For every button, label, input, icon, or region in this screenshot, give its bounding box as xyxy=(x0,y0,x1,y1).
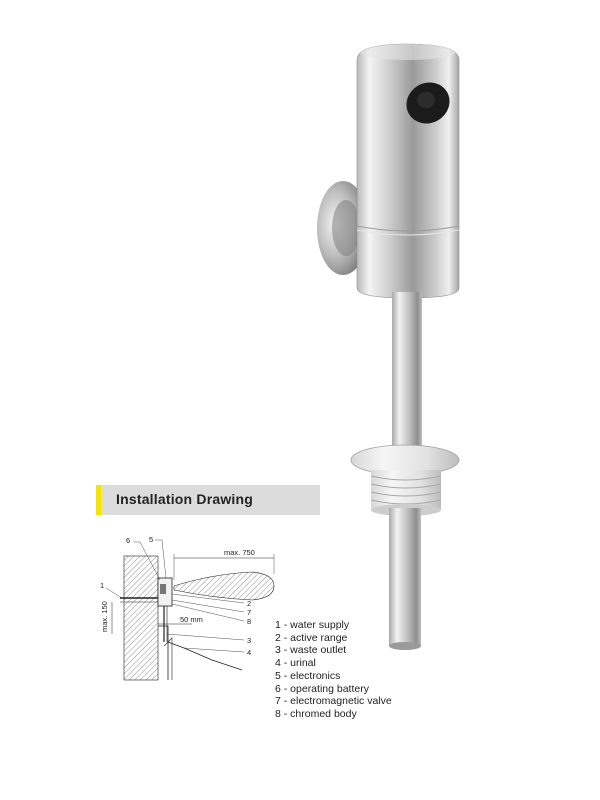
legend-item: 4 - urinal xyxy=(275,657,316,670)
dim-offset: 50 mm xyxy=(180,615,203,624)
callout-2: 2 xyxy=(247,599,251,608)
wall-section xyxy=(123,555,159,681)
section-heading-banner: Installation Drawing xyxy=(96,485,320,515)
legend-item: 1 - water supply xyxy=(275,619,350,631)
legend-item: 6 - operating battery xyxy=(275,682,369,695)
callout-8: 8 xyxy=(247,617,251,626)
dim-max-height: max. 150 xyxy=(100,601,109,632)
legend-item: 5 - electronics xyxy=(275,669,341,682)
banner-accent-bar xyxy=(96,485,101,515)
callout-4: 4 xyxy=(247,648,251,657)
callout-3: 3 xyxy=(247,636,251,645)
legend-item: 3 - waste outlet xyxy=(275,644,347,657)
installation-drawing: max. 750 max. 150 50 mm 6 5 1 2 7 8 3 4 xyxy=(100,535,275,681)
callout-6: 6 xyxy=(126,536,130,545)
flush-pipe xyxy=(392,292,422,464)
urinal-outline xyxy=(158,625,243,680)
parts-legend: 1 - water supply 2 - active range 3 - wa… xyxy=(275,619,392,721)
active-range-shape xyxy=(173,571,275,601)
callout-7: 7 xyxy=(247,608,251,617)
dim-max-range: max. 750 xyxy=(224,548,255,557)
legend-item: 7 - electromagnetic valve xyxy=(275,695,392,708)
outlet-pipe xyxy=(389,508,421,646)
legend-item: 2 - active range xyxy=(275,631,348,644)
callout-1: 1 xyxy=(100,581,104,590)
section-title: Installation Drawing xyxy=(116,491,254,507)
legend-item: 8 - chromed body xyxy=(275,707,357,720)
callout-5: 5 xyxy=(149,535,153,544)
chrome-body xyxy=(356,43,460,299)
